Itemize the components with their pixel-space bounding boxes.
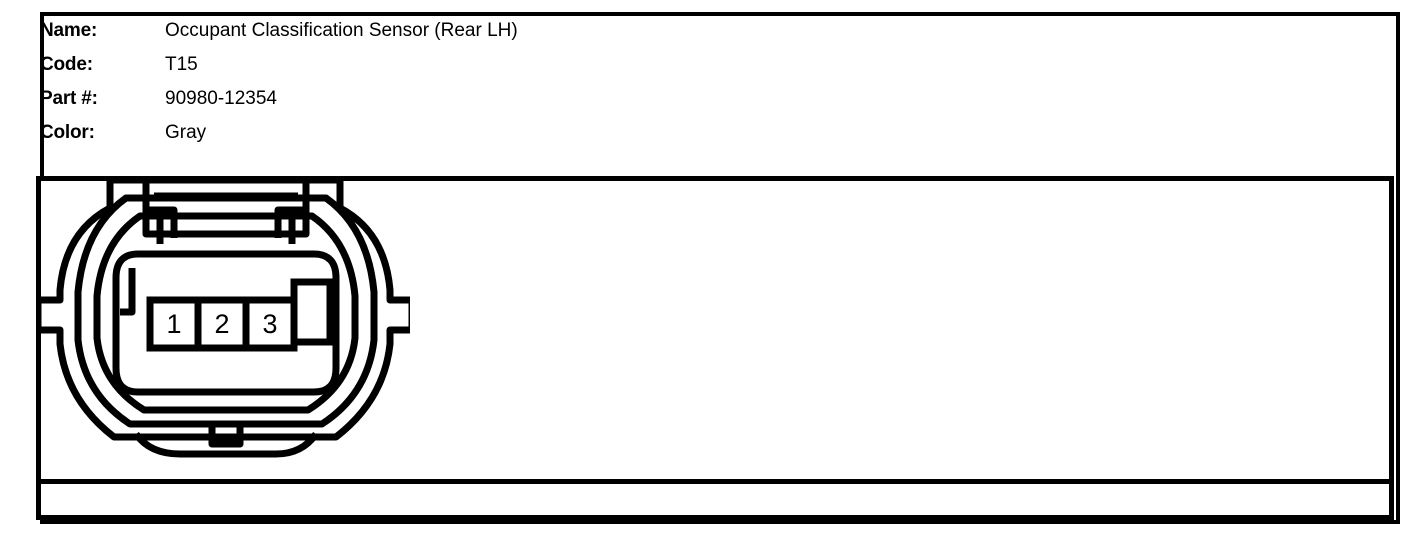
name-value: Occupant Classification Sensor (Rear LH): [165, 20, 518, 41]
connector-inner-housing: [112, 250, 340, 396]
pin-cavity-3: [242, 296, 298, 352]
part-number-value: 90980-12354: [165, 88, 277, 109]
footer-strip: [36, 484, 1394, 520]
connector-outer-body: [40, 176, 410, 441]
color-value: Gray: [165, 122, 207, 143]
info-row-color: Color: Gray: [40, 122, 1040, 156]
bottom-notch-tab: [192, 420, 262, 448]
connector-ring-2: [74, 194, 378, 428]
bottom-skirt: [133, 431, 319, 458]
code-value: T15: [165, 54, 198, 75]
connector-info-block: Name: Occupant Classification Sensor (Re…: [40, 20, 1040, 156]
info-row-code: Code: T15: [40, 54, 1040, 88]
latch-block-left: [146, 206, 178, 238]
keying-rib-left: [120, 268, 136, 316]
info-row-part-number: Part #: 90980-12354: [40, 88, 1040, 122]
connector-ring-3: [93, 212, 359, 414]
pin-cavity-row: 1 2 3: [146, 296, 298, 352]
pin-number-2: 2: [214, 309, 229, 339]
pin-number-1: 1: [166, 309, 181, 339]
name-label: Name:: [40, 20, 98, 41]
code-label: Code:: [40, 54, 93, 75]
connector-face-view-svg: 1 2 3: [40, 176, 410, 458]
latch-block-right: [274, 206, 306, 238]
part-number-label: Part #:: [40, 88, 98, 109]
connector-diagram: 1 2 3: [40, 172, 410, 477]
panel-divider: [36, 479, 1394, 484]
connector-drawing-panel: [36, 176, 1394, 484]
color-label: Color:: [40, 122, 95, 143]
pin-number-3: 3: [262, 309, 277, 339]
blank-cavity: [290, 278, 334, 346]
info-row-name: Name: Occupant Classification Sensor (Re…: [40, 20, 1040, 54]
